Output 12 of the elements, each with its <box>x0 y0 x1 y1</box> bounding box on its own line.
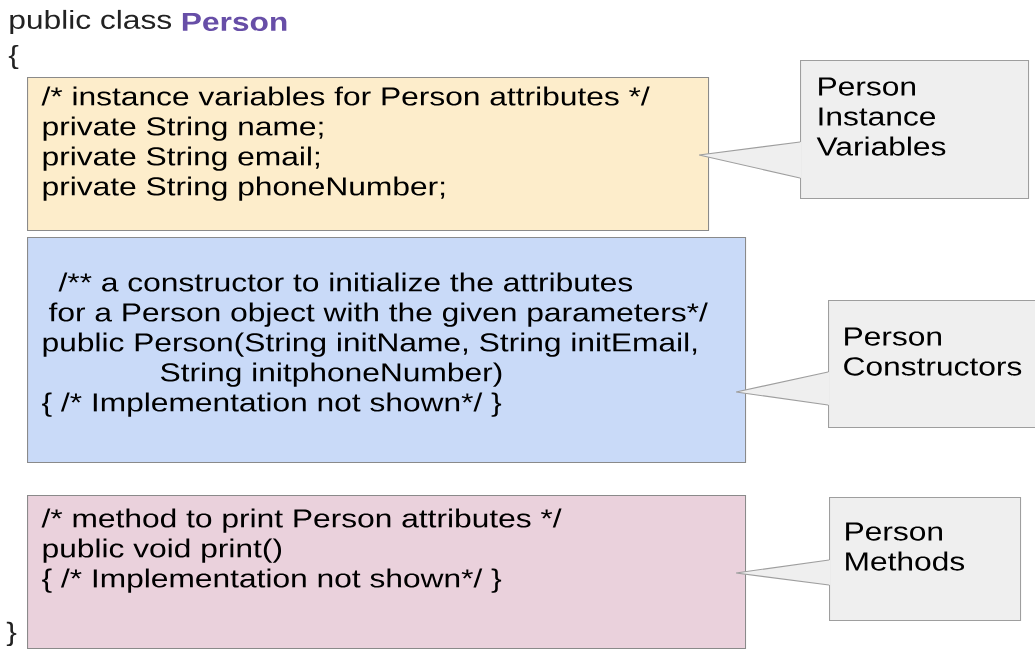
callout-box: Person Methods <box>736 497 1022 622</box>
code-box: /* instance variables for Person attributes */ private String name; private String email; private String phoneNumber; <box>27 77 710 232</box>
class-name: Person <box>182 12 287 32</box>
callout-pointer <box>735 371 829 406</box>
callout-box: Person Constructors <box>736 300 1035 429</box>
code-text: public class <box>10 9 172 35</box>
callout-box: Person Instance Variables <box>699 60 1030 200</box>
code-box: /** a constructor to initialize the attributes for a Person object with the given parameters*/ public Person(String initName, String initEmail, String initphoneNumber) { /* Implementation not shown*/ } <box>27 237 747 464</box>
callout-pointer <box>735 559 830 586</box>
callout-pointer <box>698 141 801 179</box>
code-box: /* method to print Person attributes */ public void print() { /* Implementation not shown*/ } <box>27 495 747 649</box>
brace: { <box>8 44 19 70</box>
